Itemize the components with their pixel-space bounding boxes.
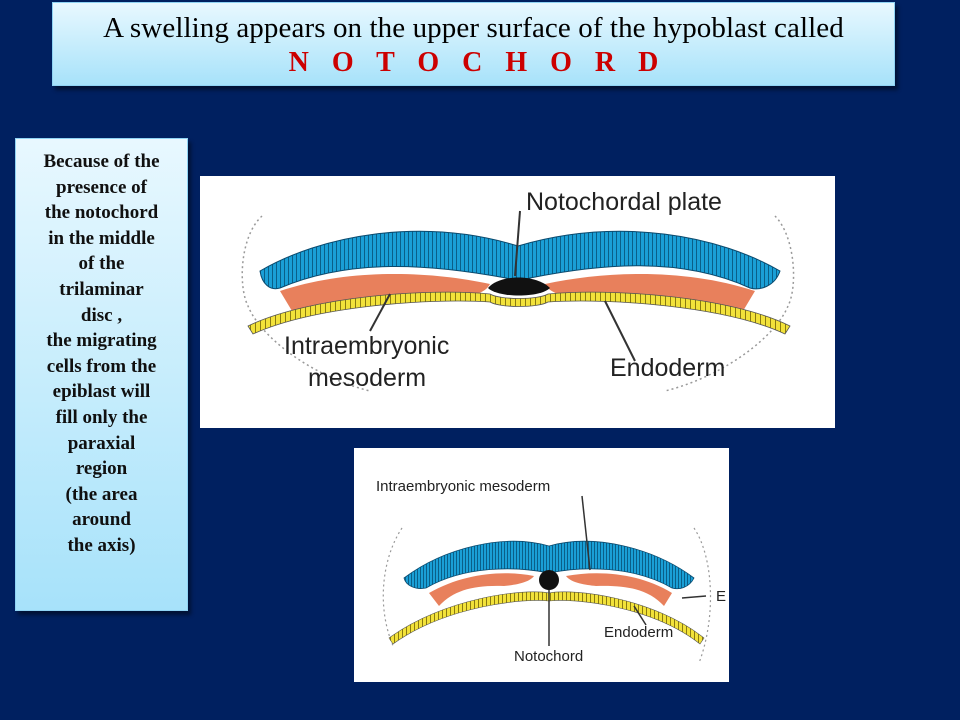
label-intraembryonic-line1: Intraembryonic [284,332,450,360]
notochordal-plate-figure: Notochordal plate Intraembryonic mesoder… [200,176,835,428]
explanation-line: presence of [56,176,147,198]
explanation-box: Because of the presence of the notochord… [15,138,188,611]
explanation-line: trilaminar [59,278,144,300]
notochordal-plate-diagram [241,210,795,392]
explanation-line: cells from the [46,355,157,377]
explanation-line: the migrating [46,330,157,352]
label-intraembryonic-line2: mesoderm [308,364,427,392]
mesoderm-pointer [581,495,591,571]
title-box: A swelling appears on the upper surface … [52,2,895,86]
explanation-line: Because of the [43,151,160,172]
amnion-wall-right [693,527,712,664]
label-notochordal-plate: Notochordal plate [526,188,722,216]
label-intraembryonic-mesoderm: Intraembryonic mesoderm [376,478,551,495]
explanation-line: in the middle [48,227,155,249]
mesoderm-right [566,573,672,606]
explanation-line: fill only the [55,406,148,428]
notochordal-plate-shape [488,277,550,296]
cut-label-pointer [681,595,707,599]
slide-title: A swelling appears on the upper surface … [103,12,844,44]
amnion-wall-left [241,215,371,392]
notochord-shape [539,570,559,590]
label-notochord: Notochord [514,648,584,665]
explanation-line: paraxial [67,432,136,454]
label-cut-off: E [716,588,727,605]
explanation-line: (the area [65,483,138,505]
slide-title-keyword: N O T O C H O R D [288,47,667,78]
notochord-diagram [382,495,712,664]
notochord-figure: Intraembryonic mesoderm Endoderm Notocho… [354,448,729,682]
notochordal-plate-pointer [514,210,521,277]
ectoderm-layer [259,230,781,290]
amnion-wall-left [382,527,403,649]
explanation-text: Because of the presence of the notochord… [16,149,187,559]
explanation-line: around [72,509,131,531]
amnion-wall-right [664,215,795,392]
ectoderm-layer [403,540,695,590]
endoderm-layer [247,291,791,335]
explanation-line: of the [78,253,125,275]
explanation-line: the notochord [44,202,159,224]
endoderm-pointer [633,605,647,626]
explanation-line: region [75,458,128,480]
explanation-line: epiblast will [52,381,151,403]
mesoderm-pointer [369,293,391,332]
label-endoderm: Endoderm [610,354,726,382]
label-endoderm: Endoderm [604,624,674,641]
mesoderm-left [429,573,534,606]
explanation-line: disc , [80,304,123,326]
endoderm-pointer [604,300,636,362]
endoderm-layer [388,591,705,645]
explanation-line: the axis) [67,534,136,556]
